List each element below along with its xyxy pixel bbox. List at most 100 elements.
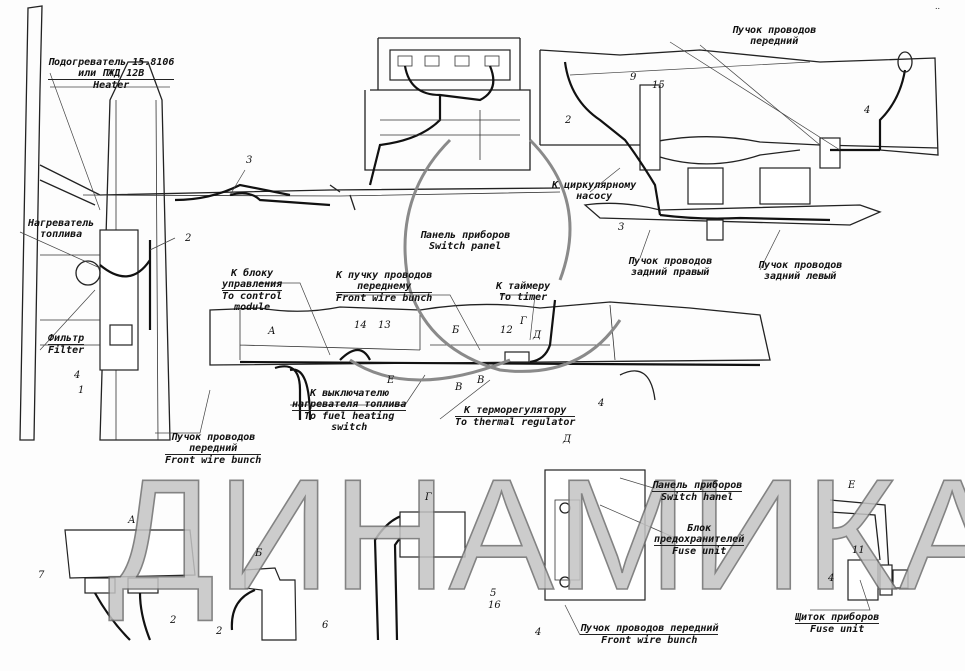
front-bunch-ru-2: передний: [165, 443, 262, 455]
rear-left-ru-1: Пучок проводов: [758, 260, 843, 271]
thermo-en: To thermal regulator: [455, 417, 576, 428]
view-a-detail: А: [128, 515, 136, 526]
item-3: 3: [246, 155, 253, 166]
item-7: 7: [38, 570, 45, 581]
fuel-switch-ru-1: К выключателю: [310, 388, 389, 399]
front-bunch3-label: Пучок проводов передний Front wire bunch: [580, 623, 719, 646]
detail-views: [64, 469, 909, 641]
item-2b: 2: [565, 115, 572, 126]
view-b-detail: Б: [255, 548, 263, 559]
control-ru-1: К блоку: [231, 268, 274, 279]
fuel-switch-label: К выключателю нагревателя топлива To fue…: [292, 388, 407, 433]
front-bunch-ru-1: Пучок проводов: [171, 432, 256, 443]
fuel-switch-en-1: To fuel heating: [304, 411, 395, 422]
item-6: 6: [322, 620, 329, 631]
pump-ru-1: К циркулярному: [552, 180, 637, 191]
front-bunch-label: Пучок проводов передний Front wire bunch: [165, 432, 262, 466]
filter-label: Фильтр Filter: [48, 333, 85, 356]
front-bunch-to-ru-2: переднему: [336, 281, 433, 293]
shield-ru: Щиток приборов: [795, 612, 880, 624]
pump-ru-2: насосу: [576, 191, 613, 202]
thermo-ru: К терморегулятору: [455, 405, 576, 417]
view-g: Г: [520, 316, 527, 327]
thermo-label: К терморегулятору To thermal regulator: [455, 405, 576, 428]
timer-label: К таймеру To timer: [496, 281, 550, 303]
pump-label: К циркулярному насосу: [552, 180, 636, 202]
heater-en: Heater: [93, 80, 130, 91]
rear-left-bunch-label: Пучок проводов задний левый: [758, 260, 842, 282]
front-bunch3-en: Front wire bunch: [601, 635, 698, 646]
switch-panel-view: [364, 37, 531, 186]
front-bunch-to-en: Front wire bunch: [336, 293, 433, 304]
item-16: 16: [488, 600, 501, 611]
panel2-en: Switch hanel: [661, 492, 734, 503]
filter-ru: Фильтр: [48, 333, 85, 345]
panel2-ru: Панель приборов: [652, 480, 743, 492]
shield-label: Щиток приборов Fuse unit: [795, 612, 880, 635]
front-bunch-to-label: К пучку проводов переднему Front wire bu…: [336, 270, 433, 304]
panel2-label: Панель приборов Switch hanel: [652, 480, 743, 503]
view-a: А: [268, 326, 276, 337]
switch-panel-label: Панель приборов Switch panel: [420, 230, 510, 252]
fuel-switch-ru-2: нагревателя топлива: [292, 399, 407, 411]
heater-ru-1: Подогреватель 15.8106: [48, 57, 175, 68]
item-3b: 3: [618, 222, 625, 233]
top-front-bunch-ru-1: Пучок проводов: [732, 25, 817, 36]
view-v-2: В: [477, 375, 485, 386]
rear-right-ru-2: задний правый: [631, 267, 710, 278]
timer-ru: К таймеру: [496, 281, 551, 292]
front-bunch3-ru: Пучок проводов передний: [580, 623, 719, 635]
switch-panel-ru: Панель приборов: [420, 230, 511, 241]
item-2: 2: [185, 233, 192, 244]
item-9: 9: [630, 72, 637, 83]
item-4e: 4: [828, 573, 835, 584]
heater-ru-2: или ПЖД 12В: [48, 68, 175, 80]
fuel-heater-label: Нагреватель топлива: [28, 218, 94, 240]
control-en-1: To control: [222, 291, 283, 302]
timer-en: To timer: [499, 292, 548, 303]
control-module-label: К блоку управления To control module: [222, 268, 283, 313]
fuse-block-en: Fuse unit: [672, 546, 727, 557]
cab-side-view: [19, 5, 561, 441]
fuse-block-label: Блок предохранителей Fuse unit: [654, 523, 745, 557]
item-12: 12: [500, 325, 513, 336]
view-d: Д: [533, 330, 542, 341]
view-e: Е: [387, 375, 395, 386]
item-15: 15: [652, 80, 665, 91]
control-ru-2: управления: [222, 279, 283, 291]
fuse-block-ru-2: предохранителей: [654, 534, 745, 546]
item-4b: 4: [864, 105, 871, 116]
rear-left-ru-2: задний левый: [764, 271, 837, 282]
view-d-detail: Д: [563, 434, 572, 445]
view-g-detail: Г: [425, 492, 432, 503]
item-4: 4: [74, 370, 81, 381]
rear-right-bunch-label: Пучок проводов задний правый: [628, 256, 712, 278]
top-front-bunch-ru-2: передний: [750, 36, 799, 47]
control-en-2: module: [234, 302, 271, 313]
fuel-heater-ru-2: топлива: [40, 229, 83, 240]
item-14: 14: [354, 320, 367, 331]
corner-mark: ..: [935, 2, 941, 11]
fuel-heater-ru-1: Нагреватель: [28, 218, 95, 229]
front-bunch-to-ru-1: К пучку проводов: [336, 270, 433, 281]
switch-panel-en: Switch panel: [429, 241, 502, 252]
item-4c: 4: [598, 398, 605, 409]
fuse-block-ru-1: Блок: [687, 523, 712, 534]
top-front-bunch-label: Пучок проводов передний: [732, 25, 816, 47]
view-b: Б: [452, 325, 460, 336]
item-1: 1: [78, 385, 85, 396]
front-bunch-en: Front wire bunch: [165, 455, 262, 466]
heater-label: Подогреватель 15.8106 или ПЖД 12В Heater: [48, 57, 175, 91]
view-v: В: [455, 382, 463, 393]
item-13: 13: [378, 320, 391, 331]
filter-en: Filter: [48, 345, 85, 356]
item-2c: 2: [170, 615, 177, 626]
chassis-top-view: [539, 44, 939, 241]
item-4d: 4: [535, 627, 542, 638]
item-11: 11: [852, 545, 865, 556]
shield-en: Fuse unit: [810, 624, 865, 635]
view-e-detail: Е: [848, 480, 856, 491]
item-2d: 2: [216, 626, 223, 637]
item-5: 5: [490, 588, 497, 599]
